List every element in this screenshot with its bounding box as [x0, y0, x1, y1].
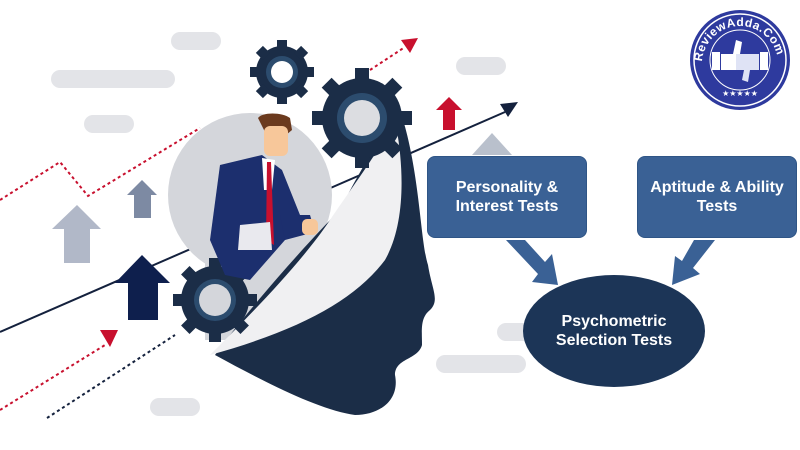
psychometric-label-line2: Selection Tests: [555, 332, 673, 349]
logo-stars: ★★★★★: [722, 89, 758, 98]
up-arrow-gray-icon: [127, 180, 157, 218]
psychometric-selection-tests-node: Psychometric Selection Tests: [523, 275, 705, 387]
arrow-head-red-lower-icon: [100, 330, 118, 347]
psychometric-label-line1: Psychometric: [561, 313, 667, 330]
handshake-thumbs-icon: [712, 40, 768, 82]
trend-line-red-top: [369, 46, 406, 71]
trend-line-navy-dotted: [46, 334, 176, 419]
decor-pill: [436, 355, 526, 373]
aptitude-ability-tests-box: Aptitude & Ability Tests: [638, 157, 796, 237]
businessman-figure: [210, 113, 318, 280]
decor-pill: [456, 57, 506, 75]
gear-bottom-icon: [173, 258, 257, 342]
up-arrow-light-icon: [52, 205, 101, 263]
gear-large-icon: [312, 68, 412, 168]
decor-pill: [171, 32, 221, 50]
up-arrow-navy-icon: [115, 255, 170, 320]
personality-label-line1: Personality &: [455, 179, 559, 196]
arrow-head-navy-icon: [500, 102, 518, 117]
personality-label-line2: Interest Tests: [455, 198, 559, 215]
arrow-head-red-icon: [401, 38, 418, 53]
trend-line-red-upper: [0, 127, 201, 201]
decor-pill: [51, 70, 175, 88]
personality-interest-tests-box: Personality & Interest Tests: [428, 157, 586, 237]
trend-line-red-lower: [0, 344, 106, 411]
up-arrow-red-icon: [436, 97, 462, 130]
decor-pill: [84, 115, 134, 133]
gear-small-icon: [250, 40, 314, 104]
aptitude-label-line2: Tests: [696, 198, 738, 215]
aptitude-label-line1: Aptitude & Ability: [650, 179, 784, 196]
decor-pill: [150, 398, 200, 416]
reviewadda-logo: ReviewAdda.Com ★★★★★: [690, 10, 790, 110]
up-arrow-faint-icon: [472, 133, 512, 155]
